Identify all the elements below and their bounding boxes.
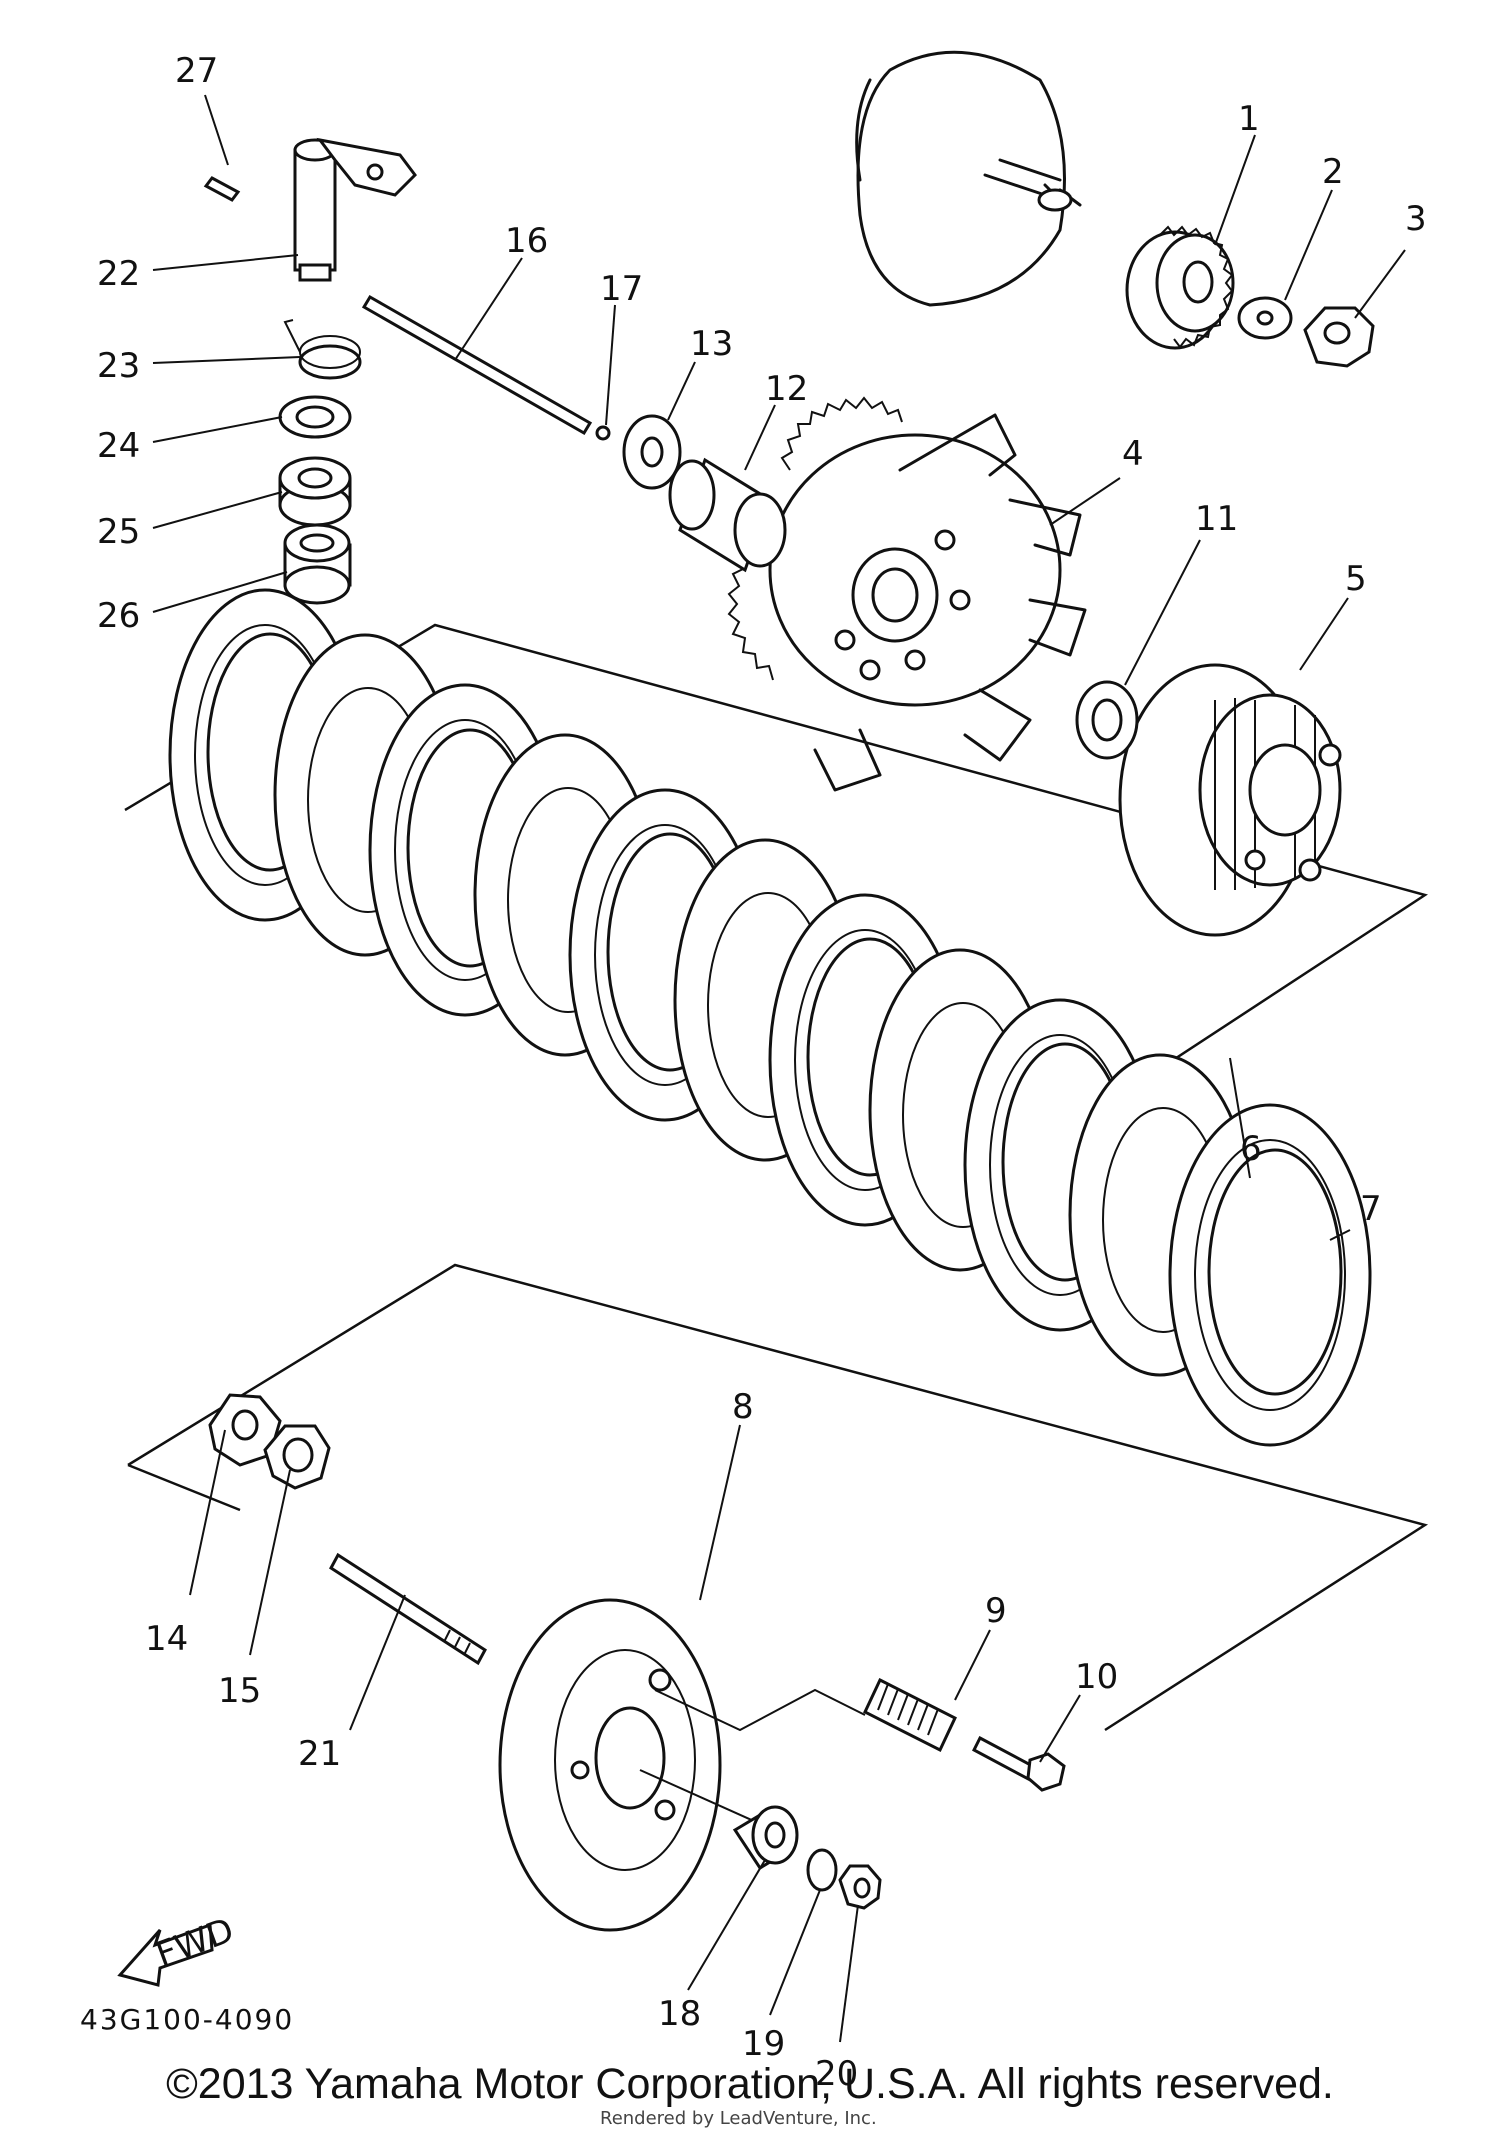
callout-6: 6	[1240, 1129, 1262, 1169]
push-rod-16	[361, 294, 593, 436]
washer-13	[622, 414, 682, 490]
nut-3	[1303, 306, 1375, 368]
callout-26: 26	[97, 596, 140, 636]
nut-15	[263, 1424, 331, 1490]
clutch-boss	[1118, 663, 1342, 937]
callout-5: 5	[1345, 559, 1367, 599]
callout-numbers: 1 2 3 4 5 6 7 8 9 10 11 12 13 14 15 16 1…	[97, 51, 1427, 2094]
callout-2: 2	[1322, 152, 1344, 192]
callout-21: 21	[298, 1734, 341, 1774]
spring-23	[283, 319, 362, 380]
callout-22: 22	[97, 254, 140, 294]
plate-stack	[168, 588, 1372, 1447]
callout-9: 9	[985, 1591, 1007, 1631]
callout-10: 10	[1075, 1657, 1118, 1697]
callout-19: 19	[742, 2024, 785, 2064]
callout-25: 25	[97, 512, 140, 552]
bearing-25	[278, 456, 352, 527]
pressure-plate	[498, 1598, 866, 1932]
friction-plate-7	[1168, 1103, 1372, 1447]
leader-lines	[152, 94, 1406, 2043]
callout-3: 3	[1405, 199, 1427, 239]
washer-19	[806, 1848, 838, 1892]
clutch-housing	[727, 396, 1087, 792]
callout-16: 16	[505, 221, 548, 261]
callout-18: 18	[658, 1994, 701, 2034]
bearing-26	[283, 523, 352, 605]
lock-washer-14	[208, 1393, 282, 1467]
callout-14: 14	[145, 1619, 188, 1659]
fwd-label: FWD	[151, 1910, 239, 1975]
bearing-18	[732, 1805, 799, 1871]
callout-4: 4	[1122, 434, 1144, 474]
render-credit: Rendered by LeadVenture, Inc.	[600, 2108, 877, 2129]
callout-17: 17	[600, 269, 643, 309]
crankcase-cover	[855, 50, 1082, 307]
fwd-arrow-icon: FWD	[117, 1910, 239, 1987]
stud-21	[329, 1552, 487, 1666]
callout-12: 12	[765, 369, 808, 409]
callout-23: 23	[97, 346, 140, 386]
nut-20	[838, 1864, 882, 1910]
callout-11: 11	[1195, 499, 1238, 539]
primary-drive-gear	[1125, 225, 1235, 350]
thrust-washer-11-hole	[1091, 698, 1123, 742]
push-lever-shaft-22	[293, 137, 417, 282]
pin-27	[203, 176, 241, 202]
callout-27: 27	[175, 51, 218, 91]
washer-2-hole	[1256, 310, 1274, 326]
spacer-12	[668, 457, 787, 573]
callout-13: 13	[690, 324, 733, 364]
callout-7: 7	[1360, 1189, 1382, 1229]
callout-20: 20	[815, 2054, 858, 2094]
bolt-10	[972, 1735, 1066, 1792]
copyright-notice: ©2013 Yamaha Motor Corporation, U.S.A. A…	[166, 2060, 1334, 2108]
callout-24: 24	[97, 426, 140, 466]
callout-15: 15	[218, 1671, 261, 1711]
oil-seal-24	[278, 395, 352, 439]
clutch-spring-9	[863, 1677, 957, 1753]
ball-17	[595, 425, 611, 441]
diagram-part-code: 43G100-4090	[80, 2003, 295, 2036]
callout-1: 1	[1238, 99, 1260, 139]
callout-8: 8	[732, 1387, 754, 1427]
